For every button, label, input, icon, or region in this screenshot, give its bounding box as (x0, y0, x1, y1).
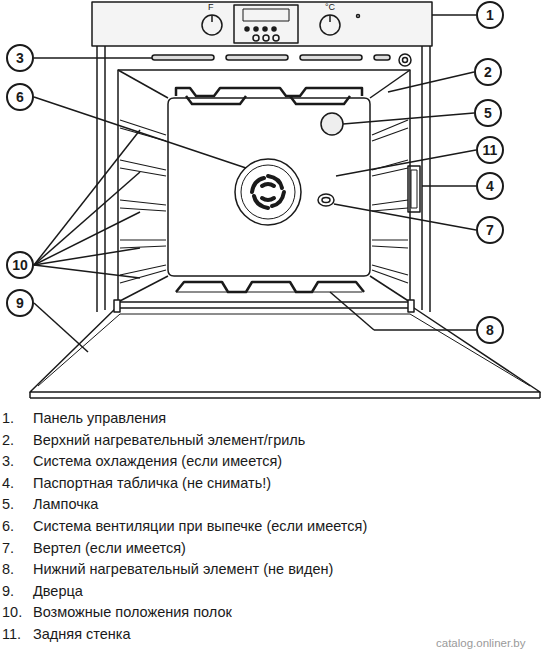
list-text: Верхний нагревательный элемент/гриль (33, 431, 305, 449)
shelf-rails (120, 120, 408, 283)
list-text: Задняя стенка (33, 625, 131, 643)
knob-label: F (208, 0, 214, 16)
list-number: 8. (2, 560, 14, 578)
knob (202, 15, 222, 35)
list-text: Лампочка (33, 495, 98, 513)
knob-label: °C (325, 0, 335, 16)
display (234, 5, 298, 43)
bottom-heater (176, 282, 364, 292)
callout-number: 9 (16, 296, 24, 310)
callout-circle: 3 (6, 44, 34, 72)
callout-circle: 9 (6, 289, 34, 317)
callout-circle: 7 (476, 216, 504, 244)
list-number: 5. (2, 495, 14, 513)
list-number: 10. (2, 603, 22, 621)
list-text: Дверца (33, 582, 83, 600)
callout-number: 6 (16, 90, 24, 104)
callout-number: 11 (483, 143, 498, 157)
list-number: 3. (2, 452, 14, 470)
list-text: Система вентиляции при выпечке (если име… (33, 517, 367, 535)
leader-lines (34, 15, 476, 352)
list-number: 2. (2, 431, 14, 449)
callout-circle: 4 (476, 172, 504, 200)
list-text: Возможные положения полок (33, 603, 232, 621)
list-text: Паспортная табличка (не снимать!) (33, 474, 271, 492)
list-text: Нижний нагревательный элемент (не виден) (33, 560, 333, 578)
list-number: 1. (2, 409, 14, 427)
callout-number: 10 (12, 258, 28, 272)
callout-circle: 11 (476, 136, 504, 164)
knob (320, 15, 340, 35)
back-wall (168, 98, 370, 276)
callout-circle: 10 (6, 251, 34, 279)
list-text: Панель управления (33, 409, 166, 427)
control-panel (92, 2, 432, 46)
callout-circle: 8 (476, 316, 504, 344)
lamp (321, 113, 343, 135)
callout-circle: 6 (6, 83, 34, 111)
callout-number: 4 (486, 179, 494, 193)
list-number: 4. (2, 474, 14, 492)
list-number: 11. (2, 625, 21, 643)
callout-number: 7 (486, 223, 494, 237)
callout-circle: 1 (476, 1, 504, 29)
callout-number: 5 (484, 106, 492, 120)
door (30, 308, 540, 392)
callout-number: 3 (16, 51, 24, 65)
callout-number: 8 (486, 323, 494, 337)
callout-number: 1 (486, 8, 494, 22)
rating-plate (408, 166, 420, 212)
list-number: 7. (2, 539, 14, 557)
list-number: 6. (2, 517, 14, 535)
callout-circle: 2 (474, 58, 502, 86)
list-text: Вертел (если имеется) (33, 539, 186, 557)
callout-number: 2 (484, 65, 492, 79)
watermark: catalog.onliner.by (436, 634, 526, 652)
fan (235, 159, 301, 225)
callout-circle: 5 (474, 99, 502, 127)
list-number: 9. (2, 582, 14, 600)
top-heater (176, 88, 362, 96)
list-text: Система охлаждения (если имеется) (33, 452, 282, 470)
